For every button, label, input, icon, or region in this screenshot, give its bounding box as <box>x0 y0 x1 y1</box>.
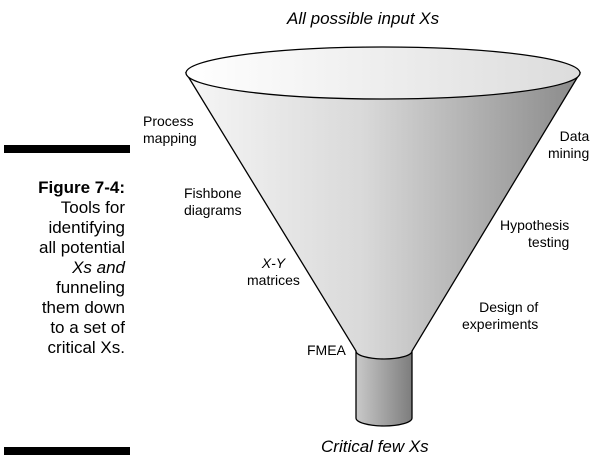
caption-line: critical Xs. <box>47 338 125 357</box>
caption-line: Tools for <box>60 198 125 217</box>
funnel-spout <box>355 350 413 427</box>
funnel-top-label: All possible input Xs <box>287 9 440 28</box>
tool-label-fmea: FMEA <box>307 342 346 358</box>
caption-rule-bottom <box>4 447 130 455</box>
figure-caption: Figure 7-4: Tools for identifying all po… <box>4 178 125 358</box>
caption-line: all potential <box>38 238 125 257</box>
caption-rule-top <box>4 145 130 153</box>
caption-line: to a set of <box>50 318 125 337</box>
funnel-cone <box>184 72 582 360</box>
caption-line: funneling <box>55 278 125 297</box>
caption-line: them down <box>41 298 125 317</box>
figure-description: Tools for identifying all potential Xs a… <box>4 198 125 358</box>
caption-line: identifying <box>48 218 125 237</box>
caption-line: Xs and <box>72 258 125 277</box>
figure-label: Figure 7-4: <box>38 178 125 197</box>
funnel-rim <box>185 46 581 100</box>
funnel-bottom-label: Critical few Xs <box>321 437 429 456</box>
